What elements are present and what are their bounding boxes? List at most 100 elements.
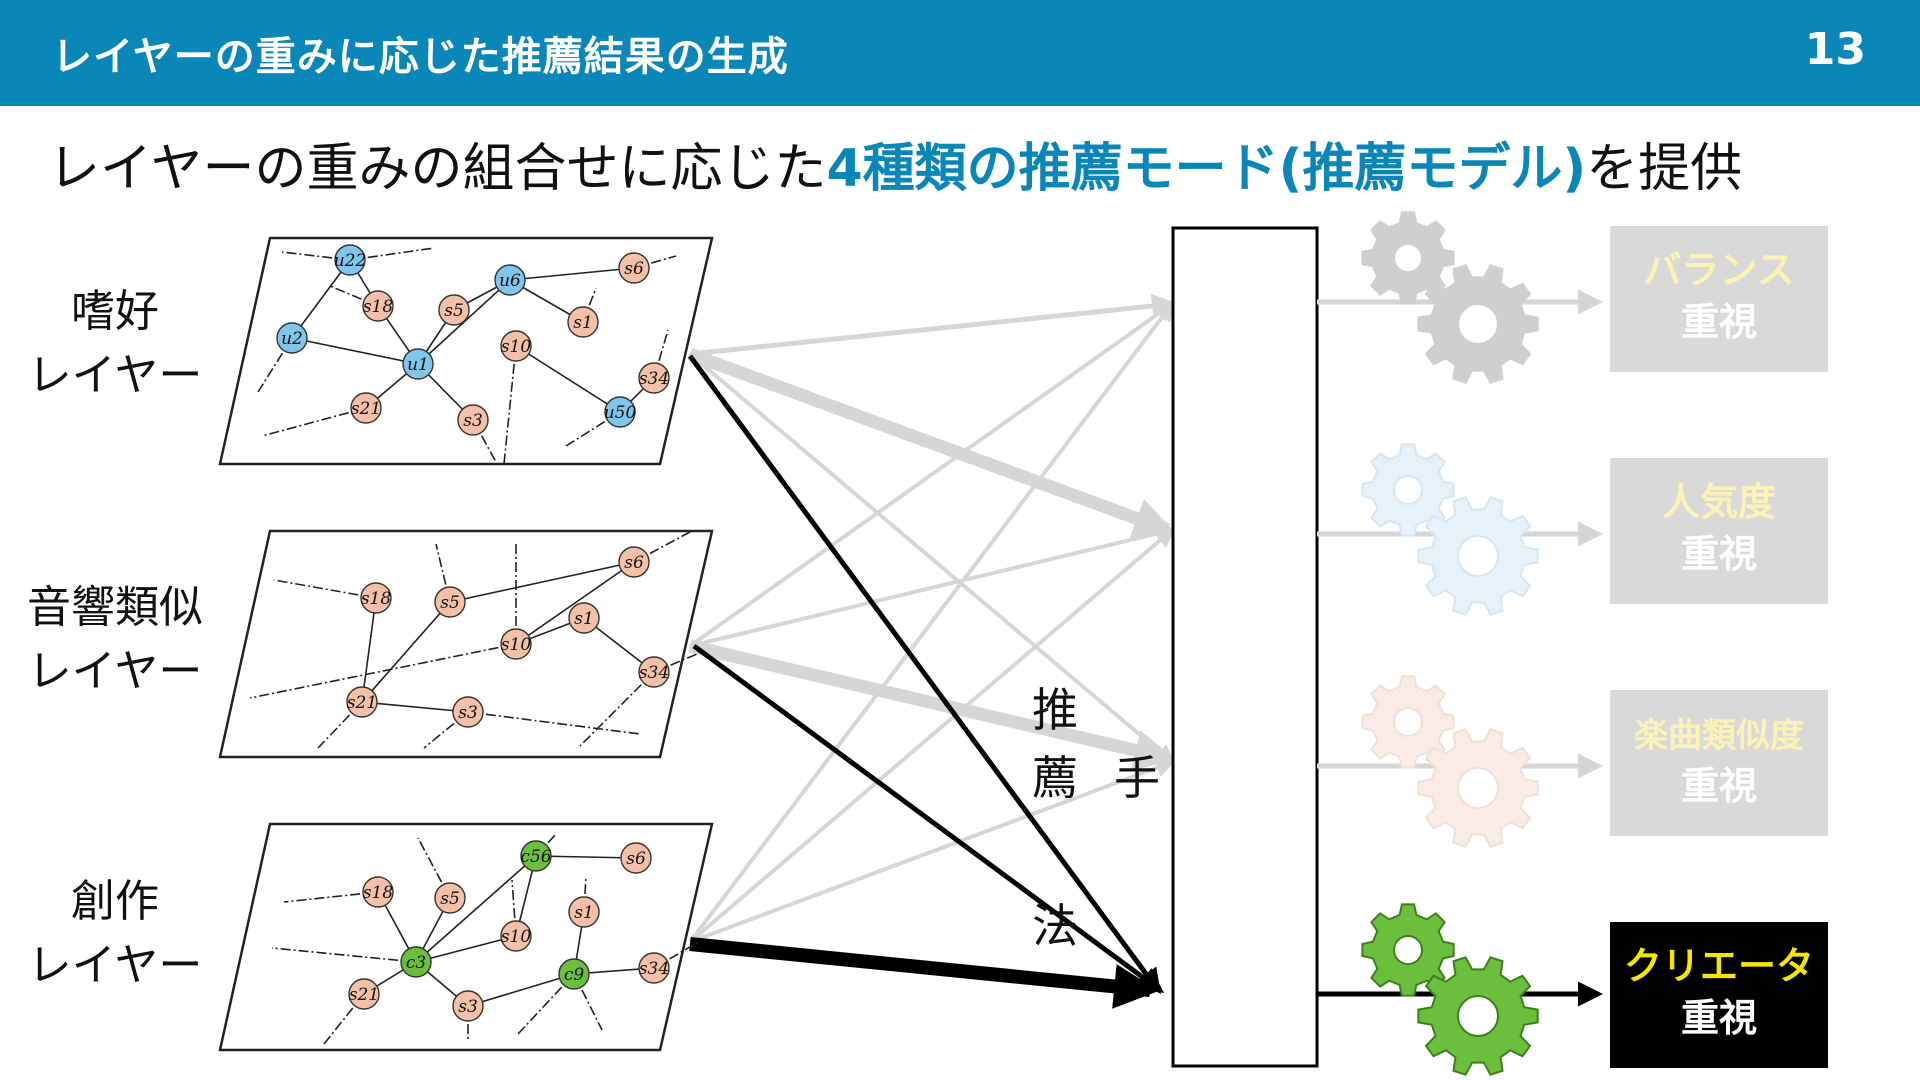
- graph-node: c9: [558, 958, 590, 990]
- graph-node: s5: [434, 586, 466, 618]
- weight-arrow: [688, 527, 1176, 944]
- graph-edge: [361, 597, 377, 703]
- graph-edge: [515, 561, 635, 645]
- graph-edge: [317, 701, 363, 749]
- graph-edge: [633, 531, 691, 563]
- mode-line1: 楽曲類似度: [1634, 716, 1804, 756]
- method-char: 推: [1032, 683, 1078, 737]
- node-label: s18: [361, 589, 392, 609]
- node-label: s3: [458, 703, 478, 723]
- graph-node: s1: [567, 306, 599, 338]
- mode-box-popularity: 人気度 重視: [1610, 458, 1828, 604]
- graph-edge: [323, 993, 365, 1045]
- node-label: s21: [349, 985, 379, 1005]
- node-label: s6: [624, 553, 644, 573]
- graph-edge: [361, 601, 451, 703]
- weight-arrow: [688, 639, 1177, 771]
- graph-node: s34: [638, 952, 670, 984]
- mode-line1: バランス: [1643, 248, 1794, 292]
- gear-icon: [1417, 496, 1539, 616]
- graph-edge: [283, 891, 379, 903]
- mode-line2: 重視: [1681, 532, 1757, 576]
- node-label: c3: [406, 953, 426, 973]
- weight-arrow: [689, 524, 1176, 648]
- graph-node: s34: [638, 362, 670, 394]
- subtitle-highlight: 4種類の推薦モード(推薦モデル): [826, 139, 1587, 199]
- weight-arrow: [692, 643, 1165, 993]
- layer-label-line2: レイヤー: [28, 646, 203, 697]
- graph-node: s21: [350, 392, 382, 424]
- graph-node: s6: [618, 252, 650, 284]
- graph-node: s21: [348, 978, 380, 1010]
- graph-node: s3: [452, 696, 484, 728]
- layer-label-line2: レイヤー: [28, 350, 203, 401]
- graph-node: s5: [434, 882, 466, 914]
- gear-icon: [1417, 264, 1539, 384]
- subtitle-prefix: レイヤーの重みの組合せに応じた: [48, 139, 827, 199]
- layer-label-creation: 創作 レイヤー: [28, 876, 203, 991]
- graph-node: u50: [604, 396, 636, 428]
- node-label: s5: [440, 889, 460, 909]
- node-label: s6: [626, 849, 646, 869]
- graph-node: s6: [618, 546, 650, 578]
- method-char: 薦: [1032, 751, 1078, 805]
- graph-node: s18: [362, 290, 394, 322]
- graph-node: s18: [360, 582, 392, 614]
- mode-line1: 人気度: [1662, 480, 1776, 524]
- gear-icon: [1417, 956, 1539, 1076]
- mode-box-balance: バランス 重視: [1610, 226, 1828, 372]
- node-label: s10: [501, 927, 532, 947]
- node-label: s5: [440, 593, 460, 613]
- node-label: s21: [351, 399, 381, 419]
- graph-edge: [573, 973, 603, 1031]
- weight-arrow: [688, 301, 1176, 648]
- layer-label-line1: 創作: [71, 876, 159, 927]
- node-label: s3: [458, 997, 478, 1017]
- graph-edge: [415, 935, 517, 963]
- layer-label-line2: レイヤー: [28, 940, 203, 991]
- mode-box-creator: クリエータ 重視: [1610, 922, 1828, 1068]
- graph-node: s3: [457, 404, 489, 436]
- weight-arrow: [687, 347, 1176, 539]
- method-char: 法: [1032, 899, 1078, 953]
- mode-line2: 重視: [1681, 996, 1757, 1040]
- node-label: s21: [347, 693, 377, 713]
- subtitle-suffix: を提供: [1586, 139, 1743, 199]
- layer-label-line1: 音響類似: [27, 582, 203, 633]
- page-number: 13: [1804, 24, 1866, 75]
- graph-edge: [535, 855, 637, 859]
- mode-line2: 重視: [1681, 764, 1757, 808]
- node-label: u22: [334, 251, 367, 271]
- weight-arrow: [688, 300, 1175, 944]
- graph-edge: [249, 643, 517, 699]
- graph-edge: [291, 337, 419, 365]
- graph-edge: [273, 579, 377, 599]
- mode-line1: クリエータ: [1624, 944, 1814, 988]
- gear-icons: [1361, 211, 1539, 1076]
- graph-edge: [257, 337, 293, 393]
- graph-node: u2: [276, 322, 308, 354]
- graph-node: s3: [452, 990, 484, 1022]
- graph-edge: [417, 837, 451, 899]
- graph-node: s6: [620, 842, 652, 874]
- node-label: u1: [407, 355, 429, 375]
- graph-node: u22: [334, 244, 367, 276]
- node-label: s3: [463, 411, 483, 431]
- graph-node: c3: [400, 946, 432, 978]
- recommendation-method-box: [1171, 226, 1319, 1068]
- node-label: c56: [520, 847, 551, 867]
- slide-subtitle: レイヤーの重みの組合せに応じた4種類の推薦モード(推薦モデル)を提供: [48, 126, 1742, 201]
- layer-label-line1: 嗜好: [71, 286, 159, 337]
- graph-node: s10: [500, 920, 532, 952]
- graph-edge: [281, 251, 351, 261]
- node-label: s10: [501, 635, 532, 655]
- graph-edge: [415, 855, 537, 963]
- node-label: c9: [564, 965, 585, 985]
- node-label: s18: [363, 883, 394, 903]
- layer-label-acoustic: 音響類似 レイヤー: [27, 582, 203, 697]
- node-label: s6: [624, 259, 644, 279]
- weight-arrow: [689, 293, 1177, 357]
